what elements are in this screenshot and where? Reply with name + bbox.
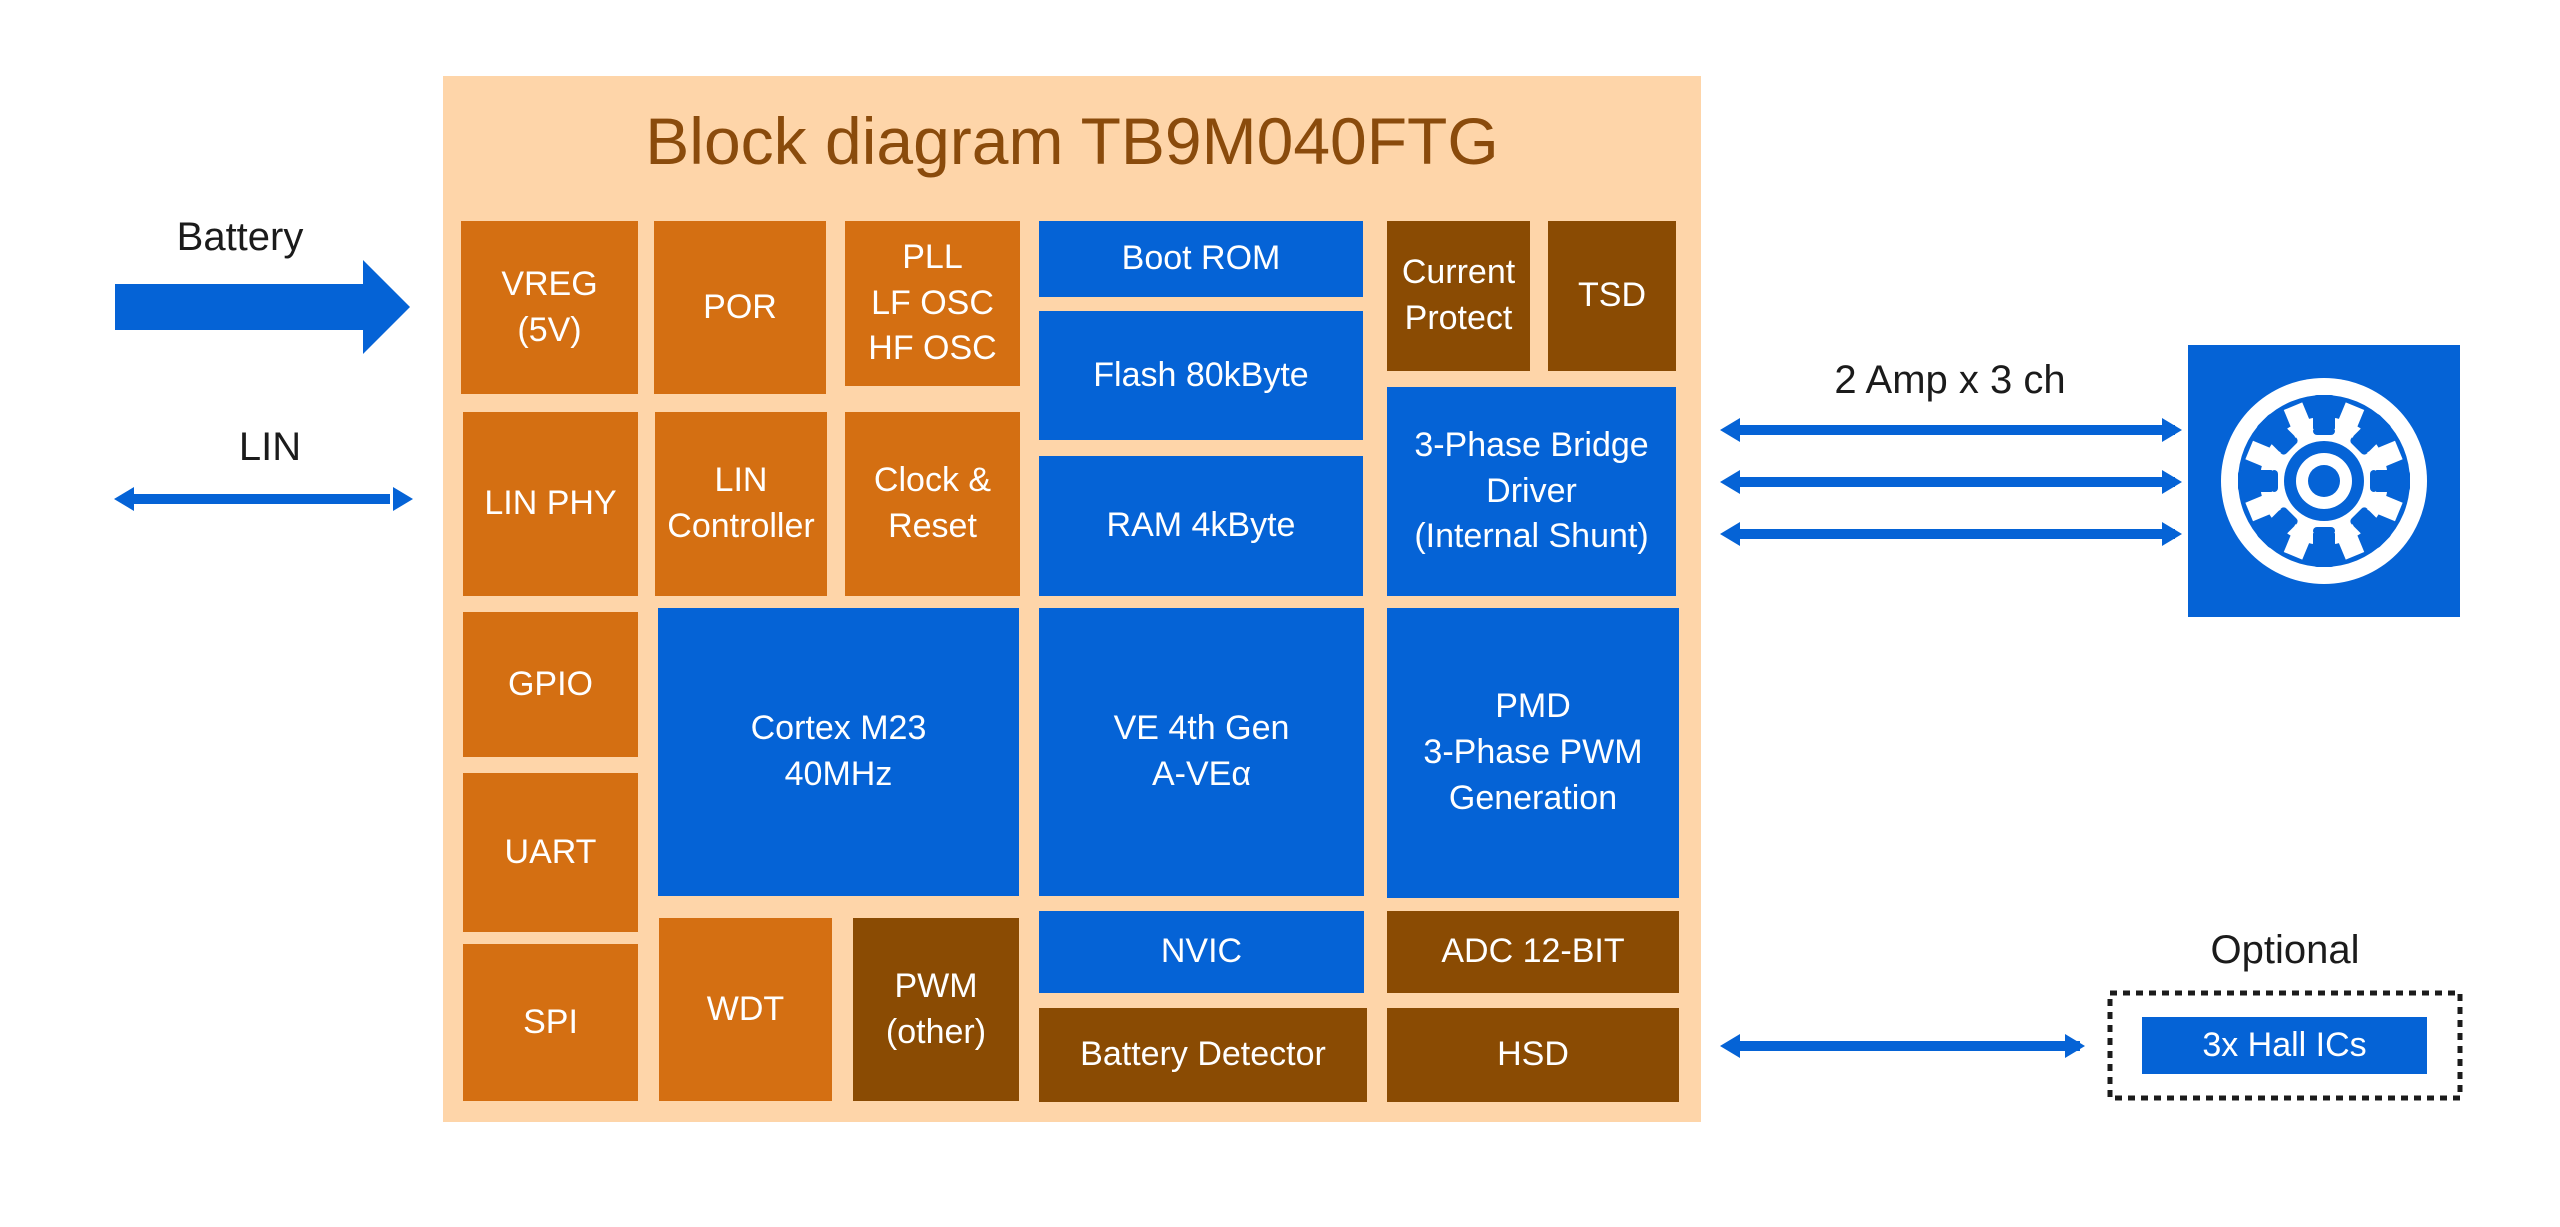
clock-reset-block: Clock & Reset — [845, 412, 1020, 596]
ve-block: VE 4th Gen A-VEα — [1039, 608, 1364, 896]
lin-phy-block: LIN PHY — [463, 412, 638, 596]
spi-block: SPI — [463, 944, 638, 1101]
pll-block: PLL LF OSC HF OSC — [845, 221, 1020, 386]
bridge-driver-block: 3-Phase Bridge Driver (Internal Shunt) — [1387, 387, 1676, 596]
hsd-block: HSD — [1387, 1008, 1679, 1102]
lin-label: LIN — [238, 425, 302, 469]
wdt-block: WDT — [659, 918, 832, 1101]
pmd-block: PMD 3-Phase PWM Generation — [1387, 608, 1679, 898]
ram-block: RAM 4kByte — [1039, 456, 1363, 596]
optional-box — [2107, 990, 2463, 1101]
phase-arrows — [1720, 418, 2182, 546]
motor-gear-icon — [2188, 345, 2460, 617]
battery-arrow — [115, 260, 410, 354]
battery-detector-block: Battery Detector — [1039, 1008, 1367, 1102]
cortex-block: Cortex M23 40MHz — [658, 608, 1019, 896]
lin-controller-block: LIN Controller — [655, 412, 827, 596]
por-block: POR — [654, 221, 826, 394]
battery-label: Battery — [176, 215, 304, 259]
diagram-title: Block diagram TB9M040FTG — [645, 104, 1499, 178]
flash-block: Flash 80kByte — [1039, 311, 1363, 440]
uart-block: UART — [463, 773, 638, 932]
hall-arrow — [1720, 1034, 2085, 1058]
pwm-other-block: PWM (other) — [853, 918, 1019, 1101]
lin-arrow — [114, 487, 413, 511]
nvic-block: NVIC — [1039, 911, 1364, 993]
adc-block: ADC 12-BIT — [1387, 911, 1679, 993]
current-protect-block: Current Protect — [1387, 221, 1530, 371]
tsd-block: TSD — [1548, 221, 1676, 371]
optional-label: Optional — [2210, 928, 2360, 972]
hall-ics-block: 3x Hall ICs — [2142, 1017, 2427, 1074]
vreg-block: VREG (5V) — [461, 221, 638, 394]
motor-output-label: 2 Amp x 3 ch — [1834, 358, 2066, 402]
boot-rom-block: Boot ROM — [1039, 221, 1363, 297]
gpio-block: GPIO — [463, 612, 638, 757]
